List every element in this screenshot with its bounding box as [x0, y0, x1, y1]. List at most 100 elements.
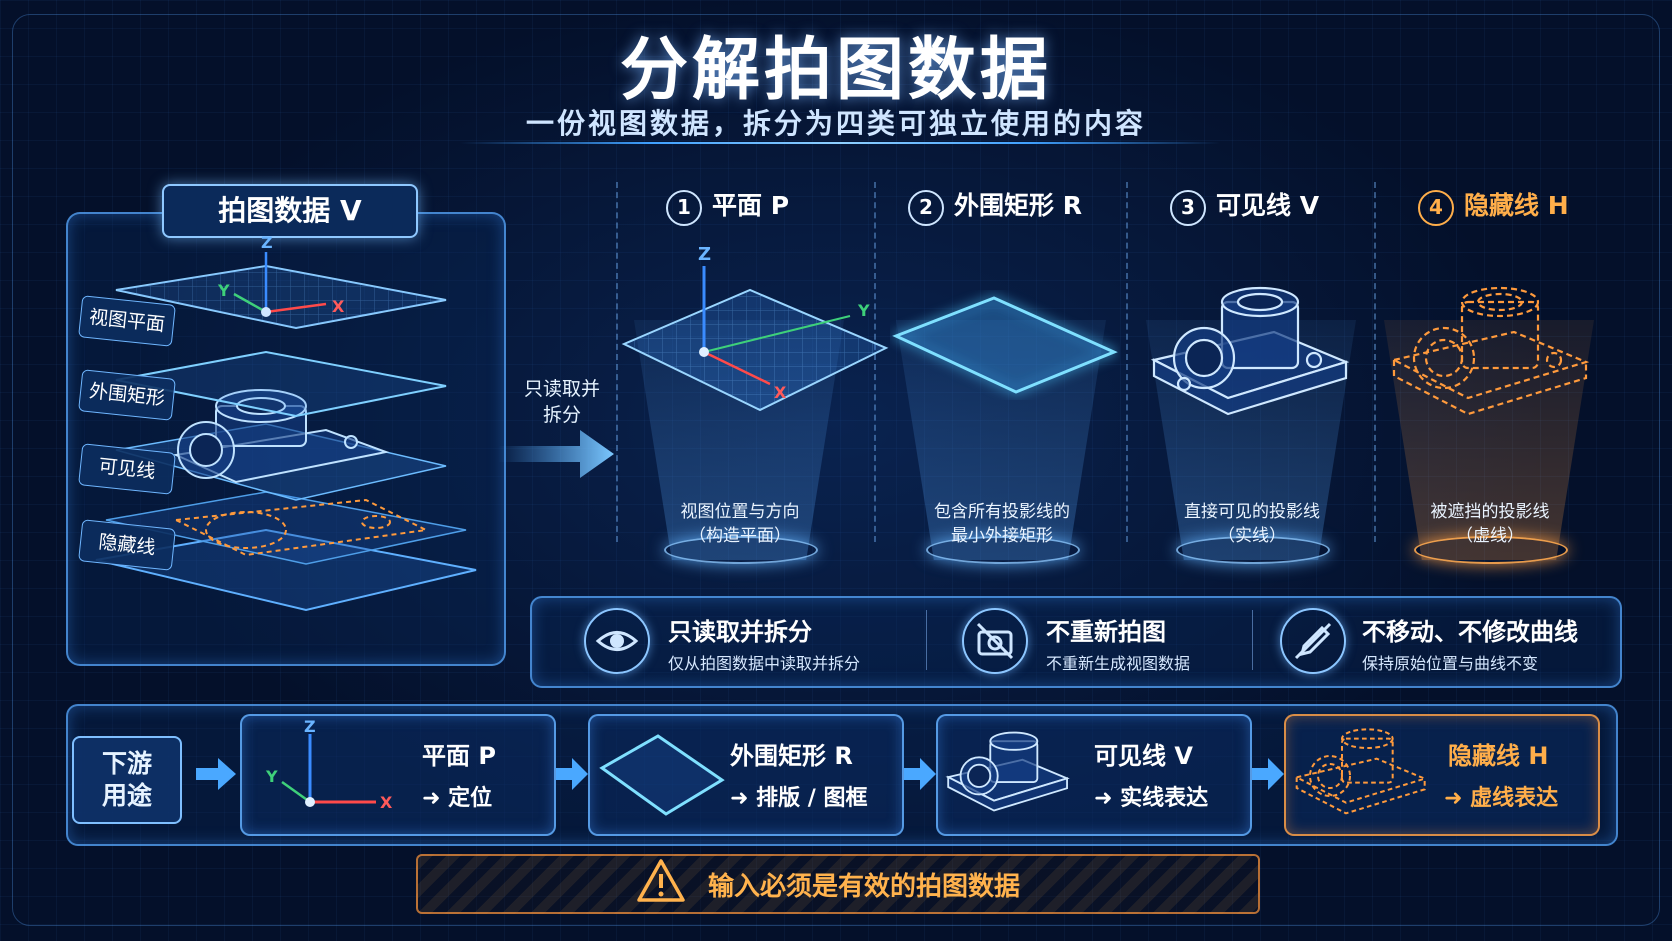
- column-number: 1: [666, 190, 702, 226]
- pedestal-disc: [1414, 536, 1568, 564]
- use-axis-z: Z: [304, 720, 316, 736]
- no-edit-icon: [1280, 608, 1346, 674]
- column-title-text: 隐藏线 H: [1464, 191, 1569, 220]
- downstream-label-line1: 下游: [101, 749, 152, 778]
- subtitle-underline: [460, 142, 1220, 144]
- view-layer-plane: [115, 264, 447, 330]
- column-desc-hidden: 被遮挡的投影线 （虚线）: [1380, 500, 1600, 548]
- plane-axis-z: Z: [698, 244, 711, 265]
- rule-title-no-recapture: 不重新拍图: [1046, 618, 1166, 646]
- column-separator: [616, 182, 618, 542]
- column-desc-visible: 直接可见的投影线 （实线）: [1142, 500, 1362, 548]
- downstream-label-line2: 用途: [101, 781, 152, 810]
- column-title-text: 平面 P: [712, 191, 790, 220]
- hidden-layer-plane: [105, 491, 467, 565]
- page-title: 分解拍图数据: [619, 31, 1052, 110]
- rule-sub-no-modify: 保持原始位置与曲线不变: [1362, 654, 1539, 673]
- split-arrow-label-line2: 拆分: [542, 404, 581, 426]
- flow-arrow-icon: [196, 758, 236, 790]
- rect-layer-plane: [115, 350, 447, 418]
- column-number: 2: [908, 190, 944, 226]
- stack-base: [95, 528, 477, 612]
- visible-part-icon: [172, 389, 390, 484]
- rule-title-readonly: 只读取并拆分: [668, 618, 812, 646]
- use-card-plane: [240, 714, 556, 836]
- desc-line: 直接可见的投影线: [1184, 502, 1320, 522]
- desc-line: 最小外接矩形: [951, 526, 1053, 546]
- view-layer-axes: [233, 252, 327, 317]
- flow-arrow-icon: [904, 758, 936, 790]
- source-title-text: 拍图数据 V: [218, 194, 362, 227]
- source-axis-z: Z: [261, 233, 273, 252]
- plane-axis-y: Y: [857, 301, 870, 320]
- rectangle-icon: [892, 296, 1118, 394]
- column-separator: [1374, 182, 1376, 542]
- no-camera-icon: [962, 608, 1028, 674]
- use-title-visible: 可见线 V: [1094, 742, 1193, 770]
- use-axes-icon: Z X Y: [265, 720, 393, 812]
- column-desc-plane: 视图位置与方向 （构造平面）: [630, 500, 850, 548]
- plane-axis-x: X: [774, 383, 787, 402]
- rule-title-no-modify: 不移动、不修改曲线: [1362, 618, 1578, 646]
- pedestal-disc: [664, 536, 818, 564]
- pedestal-disc: [926, 536, 1080, 564]
- use-part-dashed-icon: [1293, 728, 1428, 815]
- pedestal-disc: [1176, 536, 1330, 564]
- warning-banner: [416, 854, 1260, 914]
- desc-line: 视图位置与方向: [680, 502, 800, 522]
- column-title-hidden: 4 隐藏线 H: [1418, 186, 1569, 226]
- warning-text: 输入必须是有效的拍图数据: [708, 872, 1021, 902]
- rules-divider: [1252, 610, 1253, 670]
- split-arrow-label: 只读取并 拆分: [512, 376, 612, 428]
- column-title-rect: 2 外围矩形 R: [908, 186, 1082, 226]
- use-title-hidden: 隐藏线 H: [1448, 742, 1549, 770]
- source-title: 拍图数据 V: [162, 184, 418, 238]
- layer-stack-illustration: Z X Y: [95, 233, 477, 612]
- projection-beam: [1384, 320, 1594, 560]
- use-card-hidden: [1284, 714, 1600, 836]
- desc-line: （构造平面）: [689, 526, 791, 546]
- column-title-text: 外围矩形 R: [954, 191, 1082, 220]
- downstream-panel: [66, 704, 1618, 846]
- use-desc-plane: ➜ 定位: [422, 786, 493, 811]
- column-number: 3: [1170, 190, 1206, 226]
- flow-arrow-icon: [556, 758, 588, 790]
- warning-icon: [637, 859, 685, 902]
- split-arrow-icon: [498, 430, 614, 478]
- use-part-solid-icon: [945, 731, 1070, 812]
- column-title-text: 可见线 V: [1216, 191, 1320, 220]
- eye-icon: [584, 608, 650, 674]
- column-separator: [874, 182, 876, 542]
- use-axis-x: X: [380, 793, 393, 812]
- rule-sub-no-recapture: 不重新生成视图数据: [1046, 654, 1191, 673]
- desc-line: 包含所有投影线的: [934, 502, 1070, 522]
- flow-arrow-icon: [1252, 758, 1284, 790]
- desc-line: 被遮挡的投影线: [1430, 502, 1550, 522]
- rules-divider: [926, 610, 927, 670]
- part-dashed-icon: [1390, 286, 1590, 416]
- use-title-plane: 平面 P: [422, 742, 496, 770]
- plane-axes-icon: Z X Y: [621, 244, 889, 412]
- use-title-rect: 外围矩形 R: [730, 742, 853, 770]
- page-subtitle: 一份视图数据，拆分为四类可独立使用的内容: [525, 107, 1146, 140]
- desc-line: （实线）: [1218, 526, 1286, 546]
- column-desc-rect: 包含所有投影线的 最小外接矩形: [892, 500, 1112, 548]
- desc-line: （虚线）: [1456, 526, 1524, 546]
- part-solid-icon: [1150, 286, 1350, 416]
- column-title-plane: 1 平面 P: [666, 186, 789, 226]
- downstream-label: 下游 用途: [72, 736, 182, 824]
- use-rectangle-icon: [599, 734, 725, 816]
- use-desc-hidden: ➜ 虚线表达: [1444, 786, 1559, 811]
- use-desc-rect: ➜ 排版 / 图框: [730, 786, 868, 811]
- column-number: 4: [1418, 190, 1454, 226]
- column-separator: [1126, 182, 1128, 542]
- use-desc-visible: ➜ 实线表达: [1094, 786, 1209, 811]
- column-title-visible: 3 可见线 V: [1170, 186, 1319, 226]
- outer-frame: [12, 14, 1660, 926]
- rules-bar: [530, 596, 1622, 688]
- split-arrow-label-line1: 只读取并: [523, 378, 600, 400]
- projection-beam: [896, 320, 1106, 560]
- use-card-rect: [588, 714, 904, 836]
- source-axis-x: X: [332, 297, 345, 316]
